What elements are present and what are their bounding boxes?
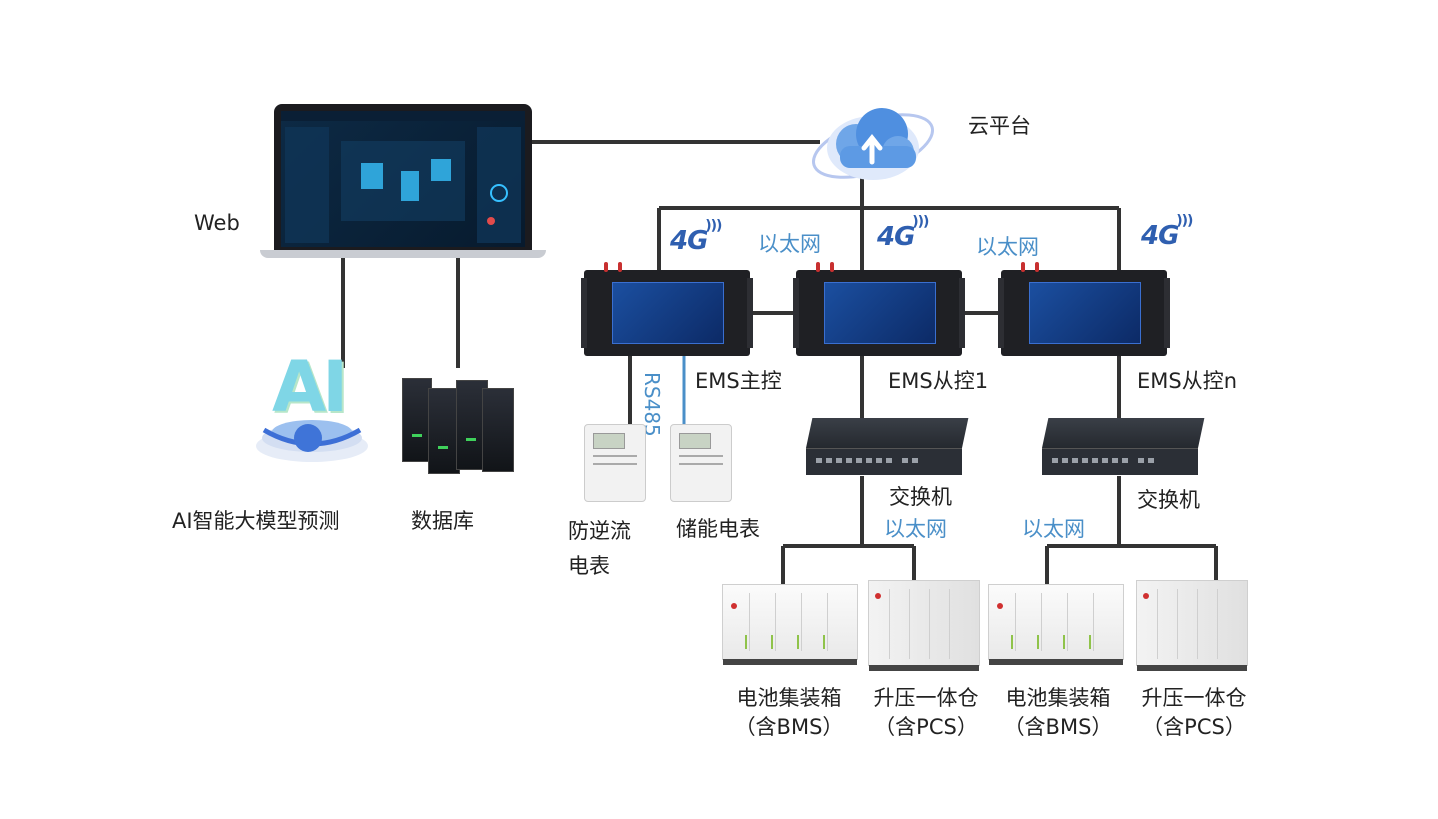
container-name: 电池集装箱 <box>736 686 842 710</box>
ems-slave1-device <box>793 262 965 356</box>
storage-meter-label: 储能电表 <box>676 517 760 541</box>
pcs-container-1 <box>868 580 980 671</box>
container-name: 升压一体仓 <box>873 686 979 710</box>
container-label-4: 升压一体仓 （含PCS） <box>1132 684 1256 743</box>
ethernet-label: 以太网 <box>884 517 947 541</box>
container-name: 电池集装箱 <box>1005 686 1111 710</box>
container-subsystem: （含BMS） <box>734 715 844 740</box>
container-label-1: 电池集装箱 （含BMS） <box>727 684 851 743</box>
signal-icon: ))) <box>912 214 929 230</box>
container-label-2: 升压一体仓 （含PCS） <box>864 684 988 743</box>
ai-logo-text: AI <box>272 346 348 428</box>
ems-master-device <box>581 262 753 356</box>
signal-icon: ))) <box>705 218 722 234</box>
anti-reverse-meter-label-1: 防逆流 <box>568 519 631 543</box>
container-name: 升压一体仓 <box>1141 686 1247 710</box>
container-subsystem: （含BMS） <box>1003 715 1113 740</box>
web-laptop <box>260 104 546 258</box>
web-label: Web <box>194 211 240 235</box>
ai-label: AI智能大模型预测 <box>172 509 340 533</box>
4g-label: 4G <box>1141 221 1179 251</box>
signal-icon: ))) <box>1176 213 1193 229</box>
ethernet-label: 以太网 <box>1022 517 1085 541</box>
anti-reverse-meter-label-2: 电表 <box>568 554 610 578</box>
db-label: 数据库 <box>411 509 474 533</box>
ems-slave1-label: EMS从控1 <box>888 369 989 393</box>
4g-badge-slave1: 4G))) <box>877 214 929 252</box>
container-subsystem: （含PCS） <box>1142 715 1246 740</box>
battery-container-1 <box>722 584 858 665</box>
switch-label-1: 交换机 <box>889 485 952 509</box>
ems-master-label: EMS主控 <box>695 369 782 393</box>
anti-reverse-meter <box>584 424 646 502</box>
network-switch-2 <box>1042 418 1205 476</box>
dashboard-screen <box>281 111 525 247</box>
ethernet-label: 以太网 <box>758 232 821 256</box>
ethernet-label: 以太网 <box>976 235 1039 259</box>
4g-badge-master: 4G))) <box>670 218 722 256</box>
network-switch-1 <box>806 418 969 476</box>
4g-label: 4G <box>670 226 708 256</box>
ai-model-icon: AI <box>248 346 376 470</box>
ems-slaven-device <box>998 262 1170 356</box>
container-subsystem: （含PCS） <box>874 715 978 740</box>
container-label-3: 电池集装箱 （含BMS） <box>996 684 1120 743</box>
switch-label-2: 交换机 <box>1137 488 1200 512</box>
4g-label: 4G <box>877 222 915 252</box>
cloud-label: 云平台 <box>968 114 1031 138</box>
ems-slaven-label: EMS从控n <box>1137 369 1238 393</box>
battery-container-2 <box>988 584 1124 665</box>
4g-badge-slaven: 4G))) <box>1141 213 1193 251</box>
storage-meter <box>670 424 732 502</box>
database-icon <box>402 358 518 474</box>
cloud-icon <box>806 96 940 192</box>
pcs-container-2 <box>1136 580 1248 671</box>
